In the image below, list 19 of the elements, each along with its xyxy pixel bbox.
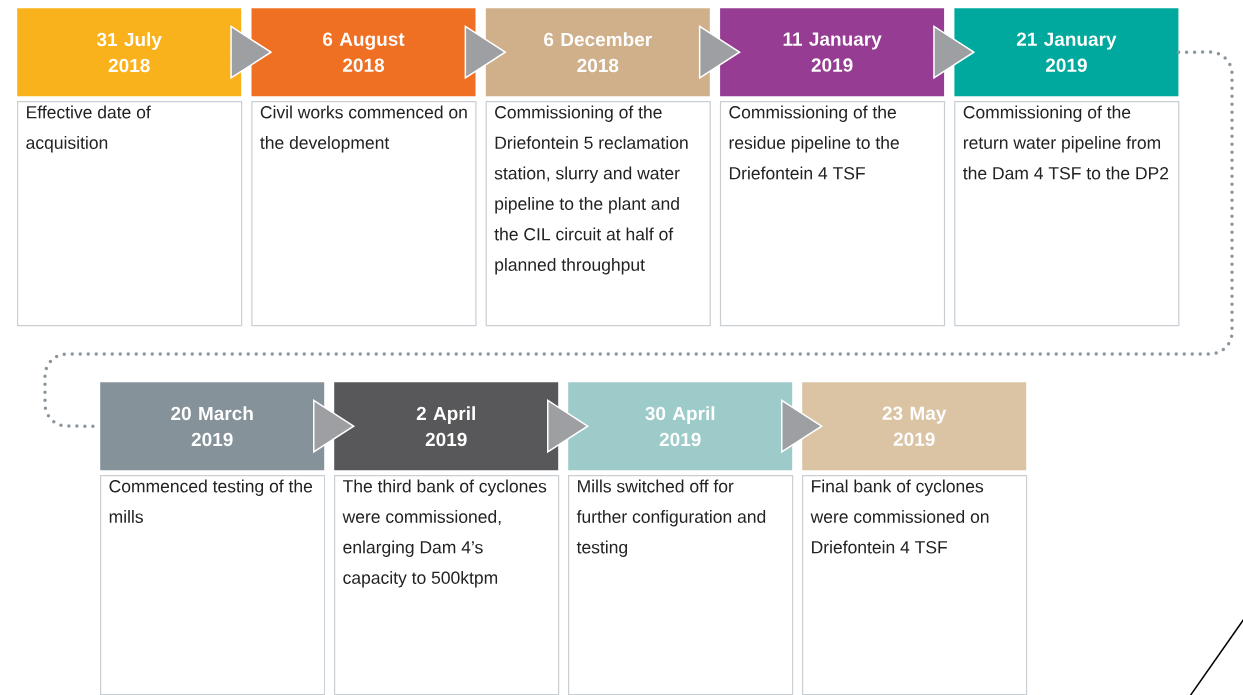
description-box: Commenced testing of the mills [100,475,326,695]
date-box: 6 December 2018 [485,8,710,97]
date-box: 11 January 2019 [720,8,945,97]
description-box: Commissioning of the return water pipeline from the Dam 4 TSF to the DP2 [954,101,1180,327]
date-box: 6 August 2018 [251,8,476,97]
description-box: The third bank of cyclones were commissioned, enlarging Dam 4’s capacity to 500ktpm [334,475,560,695]
description-box: Final bank of cyclones were commissioned on Driefontein 4 TSF [802,475,1028,695]
date-box: 21 January 2019 [954,8,1179,97]
date-box: 31 July 2018 [17,8,242,97]
description-box: Commissioning of the residue pipeline to the Driefontein 4 TSF [719,101,946,327]
date-box: 20 March 2019 [100,382,325,471]
description-box: Effective date of acquisition [17,101,243,327]
description-box: Commissioning of the Driefontein 5 reclamation station, slurry and water pipeline to the plant and the CIL circuit at half of planned throughput [485,101,711,327]
date-box: 30 April 2019 [568,382,793,471]
description-box: Civil works commenced on the development [251,101,477,327]
dotted-connector [43,50,1234,428]
date-box: 2 April 2019 [334,382,559,471]
description-box: Mills switched off for further configuration and testing [568,475,794,695]
date-box: 23 May 2019 [802,382,1027,471]
